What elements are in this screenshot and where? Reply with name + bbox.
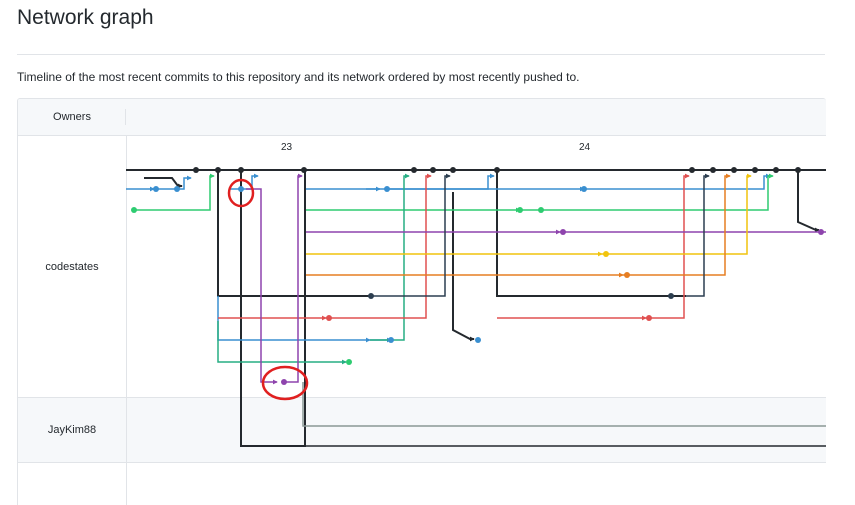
commit-dot xyxy=(538,207,544,213)
owner-jaykim88[interactable]: JayKim88 xyxy=(18,398,127,462)
highlight-circle xyxy=(227,178,255,208)
date-label-23: 23 xyxy=(281,142,293,153)
branch-jaykim88 xyxy=(302,382,826,427)
commit-dot xyxy=(731,167,737,173)
branch-purple xyxy=(246,173,826,385)
commit-dot xyxy=(773,167,779,173)
page-title: Network graph xyxy=(17,6,154,29)
commit-dot xyxy=(153,186,159,192)
commit-dot xyxy=(388,337,394,343)
owner-empty-row xyxy=(18,463,127,505)
owners-header-label: Owners xyxy=(53,111,91,123)
branch-green xyxy=(134,173,774,213)
commit-dot xyxy=(517,207,523,213)
commit-dot xyxy=(581,186,587,192)
commit-dot xyxy=(368,293,374,299)
owner-band-divider xyxy=(18,397,826,398)
commit-dot xyxy=(795,167,801,173)
branch-red xyxy=(218,173,690,321)
commit-dot xyxy=(281,379,287,385)
commit-dot xyxy=(384,186,390,192)
branch-blue xyxy=(126,173,771,343)
commit-dot xyxy=(560,229,566,235)
commit-dot xyxy=(238,167,244,173)
commit-dot xyxy=(193,167,199,173)
owner-codestates[interactable]: codestates xyxy=(18,136,127,397)
commit-dot xyxy=(450,167,456,173)
network-graph-panel: Owners codestates JayKim88 23 24 xyxy=(17,98,826,505)
commit-graph-canvas[interactable]: 23 24 xyxy=(126,136,826,505)
commit-dot xyxy=(624,272,630,278)
commit-dot xyxy=(238,186,244,192)
commit-dot xyxy=(603,251,609,257)
commit-dot xyxy=(668,293,674,299)
highlight-circle xyxy=(261,365,309,401)
graph-header: Owners xyxy=(18,99,826,136)
owner-name: JayKim88 xyxy=(47,424,97,436)
branch-main xyxy=(126,169,826,447)
commit-dot xyxy=(475,337,481,343)
page-description: Timeline of the most recent commits to t… xyxy=(17,70,580,84)
branch-teal xyxy=(217,173,410,365)
owner-band-jaykim88 xyxy=(126,398,826,462)
title-divider xyxy=(17,54,825,55)
owner-name: codestates xyxy=(45,260,99,273)
commit-dot xyxy=(301,167,307,173)
header-separator xyxy=(125,109,126,125)
date-label-24: 24 xyxy=(579,142,591,153)
commit-dot xyxy=(411,167,417,173)
commit-dot xyxy=(752,167,758,173)
commit-dot xyxy=(346,359,352,365)
branch-yellow xyxy=(306,173,752,257)
commit-dot xyxy=(646,315,652,321)
commit-dot xyxy=(174,186,180,192)
owner-band-divider xyxy=(18,462,826,463)
commit-dot xyxy=(710,167,716,173)
commit-dots[interactable] xyxy=(131,167,824,385)
commit-dot xyxy=(818,229,824,235)
commit-dot xyxy=(430,167,436,173)
commit-dot xyxy=(326,315,332,321)
branch-slate xyxy=(371,173,710,297)
commit-dot xyxy=(494,167,500,173)
commit-dot xyxy=(689,167,695,173)
commit-dot xyxy=(215,167,221,173)
branch-orange xyxy=(306,173,731,278)
commit-dot xyxy=(131,207,137,213)
